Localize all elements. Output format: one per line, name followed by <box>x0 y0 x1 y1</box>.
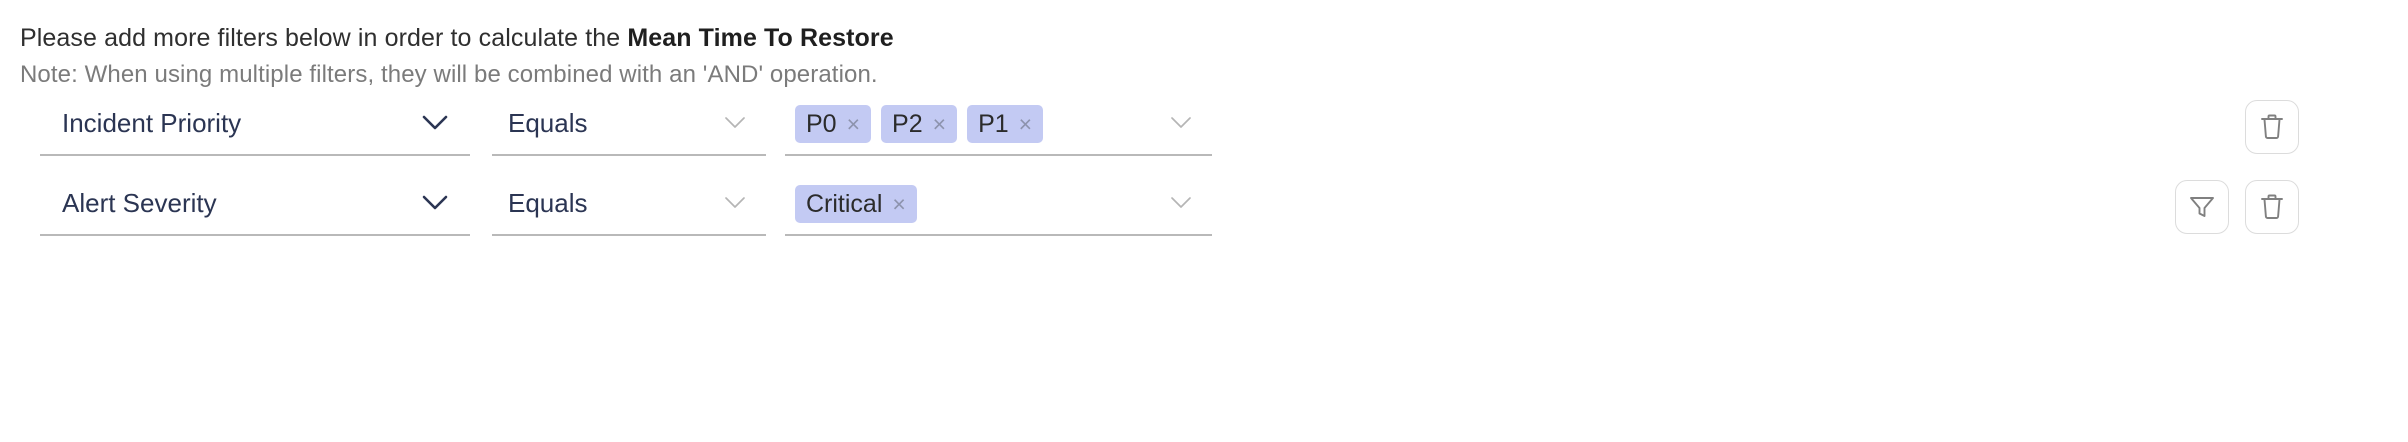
operator-select-value: Equals <box>508 108 588 138</box>
delete-filter-button[interactable] <box>2245 100 2299 154</box>
attribute-select-value: Alert Severity <box>62 188 217 218</box>
chevron-down-icon[interactable] <box>722 194 748 212</box>
chevron-down-icon[interactable] <box>422 194 448 212</box>
close-icon[interactable]: × <box>1018 110 1033 137</box>
page-instruction: Please add more filters below in order t… <box>20 23 894 53</box>
operator-select[interactable]: Equals <box>492 98 766 156</box>
value-multiselect[interactable]: P0 × P2 × P1 × <box>785 98 1212 156</box>
value-chip-label: Critical <box>806 189 883 218</box>
value-chip[interactable]: P1 × <box>967 105 1044 143</box>
metric-name: Mean Time To Restore <box>627 24 894 52</box>
filter-combination-note: Note: When using multiple filters, they … <box>20 61 878 88</box>
row-actions <box>2245 100 2299 154</box>
value-chip[interactable]: Critical × <box>795 185 917 223</box>
chevron-down-icon[interactable] <box>422 114 448 132</box>
value-chip-label: P2 <box>892 109 923 138</box>
filter-row: Alert Severity Equals Critical × <box>0 178 2408 258</box>
trash-icon <box>2259 113 2285 141</box>
funnel-icon <box>2188 194 2216 220</box>
apply-filter-button[interactable] <box>2175 180 2229 234</box>
value-chip-label: P0 <box>806 109 837 138</box>
operator-select[interactable]: Equals <box>492 178 766 236</box>
delete-filter-button[interactable] <box>2245 180 2299 234</box>
value-chip[interactable]: P0 × <box>795 105 872 143</box>
chevron-down-icon[interactable] <box>1168 114 1194 132</box>
value-chip-list: Critical × <box>795 185 917 223</box>
value-chip-label: P1 <box>978 109 1009 138</box>
filter-rows: Incident Priority Equals P0 × <box>0 98 2408 258</box>
instruction-prefix: Please add more filters below in order t… <box>20 24 628 52</box>
chevron-down-icon[interactable] <box>1168 194 1194 212</box>
value-chip-list: P0 × P2 × P1 × <box>795 105 1044 143</box>
attribute-select-value: Incident Priority <box>62 108 242 138</box>
filter-row: Incident Priority Equals P0 × <box>0 98 2408 178</box>
trash-icon <box>2259 193 2285 221</box>
close-icon[interactable]: × <box>892 190 906 217</box>
operator-select-value: Equals <box>508 188 588 218</box>
close-icon[interactable]: × <box>846 110 861 137</box>
value-multiselect[interactable]: Critical × <box>785 178 1212 236</box>
value-chip[interactable]: P2 × <box>881 105 958 143</box>
row-actions <box>2175 180 2299 234</box>
attribute-select[interactable]: Alert Severity <box>40 178 470 236</box>
close-icon[interactable]: × <box>932 110 947 137</box>
chevron-down-icon[interactable] <box>722 114 748 132</box>
attribute-select[interactable]: Incident Priority <box>40 98 470 156</box>
